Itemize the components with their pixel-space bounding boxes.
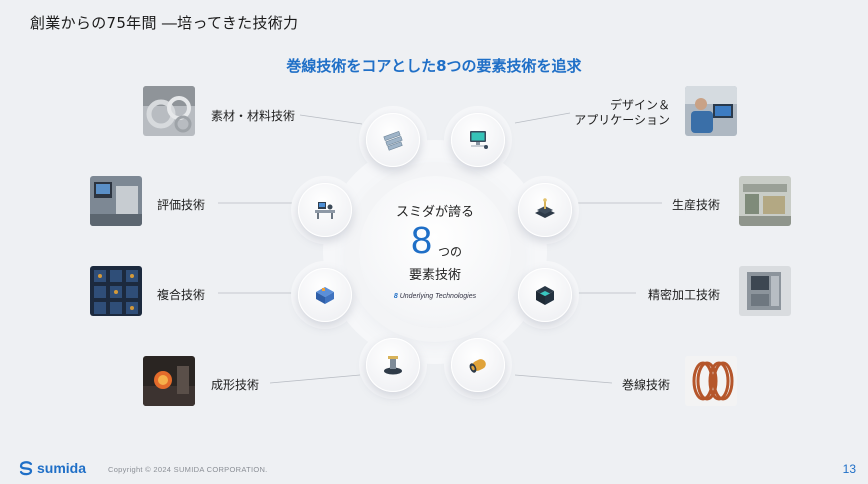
logo-swirl-icon [19, 461, 33, 476]
center-english: 8 Underlying Technologies [393, 293, 477, 300]
label-molding: 成形技術 [211, 378, 260, 392]
page-number: 13 [842, 462, 856, 476]
connector-design [514, 112, 571, 124]
label-winding: 巻線技術 [621, 378, 670, 392]
center-circle: スミダが誇る 8 つの 要素技術 8 Underlying Technologi… [359, 176, 511, 328]
node-molding[interactable] [366, 338, 420, 392]
connector-materials [299, 114, 363, 125]
label-composite: 複合技術 [157, 288, 206, 302]
circuit-board-photo [90, 266, 142, 316]
node-design[interactable] [451, 113, 505, 167]
node-precision[interactable] [518, 268, 572, 322]
cnc-machine-photo [739, 266, 791, 316]
design-monitor-icon [470, 131, 488, 149]
rings-photo [143, 86, 195, 136]
label-design: デザイン＆ アプリケーション [574, 98, 670, 127]
label-materials: 素材・材料技術 [211, 109, 296, 123]
center-heading: スミダが誇る [395, 205, 474, 220]
label-evaluation: 評価技術 [157, 198, 206, 212]
node-evaluation[interactable] [298, 183, 352, 237]
logo-text: sumida [37, 460, 87, 476]
composite-block-icon [316, 287, 334, 304]
connector-winding [514, 374, 613, 384]
node-composite[interactable] [298, 268, 352, 322]
engineer-photo [685, 86, 737, 136]
center-number-suffix: つの [438, 245, 463, 259]
precision-box-icon [536, 286, 554, 305]
center-subheading: 要素技術 [408, 268, 461, 283]
copyright-text: Copyright © 2024 SUMIDA CORPORATION. [108, 465, 268, 474]
metal-bars-icon [383, 130, 403, 151]
label-production: 生産技術 [671, 198, 720, 212]
node-winding[interactable] [451, 338, 505, 392]
sumida-logo: sumida [18, 460, 86, 476]
center-number: 8 [411, 220, 433, 262]
coil-cylinder-icon [469, 359, 486, 373]
furnace-photo [143, 356, 195, 406]
factory-photo [739, 176, 791, 226]
lab-equipment-photo [90, 176, 142, 226]
node-production[interactable] [518, 183, 572, 237]
slide-subtitle: 巻線技術をコアとした8つの要素技術を追求 [286, 57, 582, 75]
molding-press-icon [384, 356, 402, 375]
connector-molding [269, 374, 361, 384]
slide-title: 創業からの75年間 ―培ってきた技術力 [30, 14, 299, 32]
node-materials[interactable] [366, 113, 420, 167]
label-precision: 精密加工技術 [647, 288, 720, 302]
evaluation-desk-icon [315, 202, 335, 219]
production-machine-icon [535, 198, 555, 218]
copper-coil-photo [685, 356, 737, 406]
